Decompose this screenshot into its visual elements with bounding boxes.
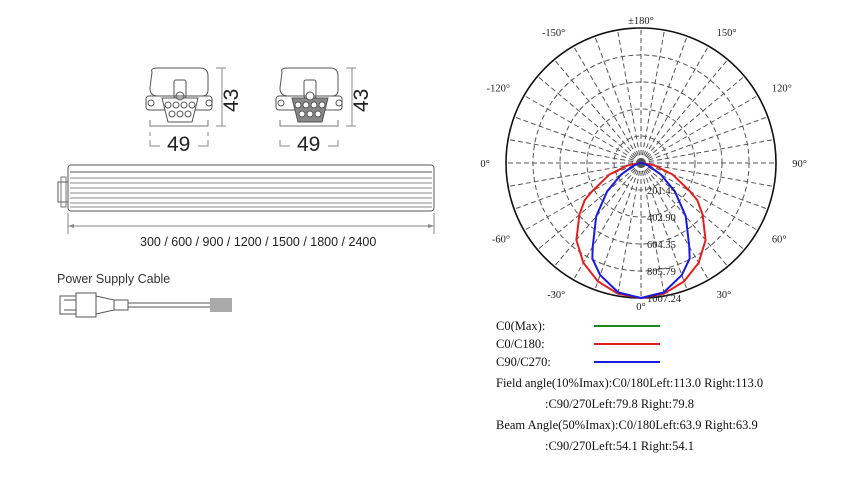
angle-label-180: ±180° [628, 16, 654, 27]
legend-label: C90/C270: [496, 355, 551, 369]
polar-spoke [537, 162, 642, 251]
polar-series-2 [591, 162, 691, 299]
legend-label: C0/C180: [496, 337, 545, 351]
profile-right-width: 49 [297, 133, 320, 156]
profile-left-width: 49 [167, 133, 190, 156]
polar-spoke [573, 162, 642, 281]
polar-spoke [640, 45, 709, 164]
angle-label: 120° [772, 83, 792, 94]
cable-title: Power Supply Cable [57, 272, 170, 286]
legend-swatch-green [594, 325, 660, 327]
legend-label: C0(Max): [496, 319, 546, 333]
polar-spoke [640, 162, 745, 251]
polar-spoke [617, 29, 642, 164]
polar-spoke [640, 59, 729, 164]
angle-label: -30° [547, 290, 565, 301]
legend-swatch-red [594, 343, 660, 345]
angle-label: 90° [792, 159, 807, 170]
polar-spoke [507, 162, 642, 187]
legend-item-c90c270: C90/C270: [496, 354, 660, 370]
profile-right-drawing [275, 67, 356, 127]
beam-angle-line-1: Beam Angle(50%Imax):C0/180Left:63.9 Righ… [496, 418, 758, 432]
product-drawing: 49 43 49 43 300 / 600 / 900 / 1200 / 150… [57, 67, 435, 318]
radial-tick-label: 604.35 [647, 240, 676, 251]
angle-label: -60° [492, 235, 510, 246]
power-cable-drawing [59, 292, 232, 318]
angle-label: 60° [772, 235, 787, 246]
angle-label: 150° [717, 28, 737, 39]
polar-labels: 201.45 402.90 604.35 805.79 1007.24 -150° -120… [480, 16, 807, 310]
profile-left-height: 43 [220, 89, 243, 112]
polar-ring-1 [586, 108, 696, 218]
radial-tick-label: 402.90 [647, 213, 676, 224]
angle-label: -120° [487, 83, 510, 94]
polar-spoke [640, 162, 688, 291]
polar-spoke [513, 116, 642, 164]
field-angle-line-2: :C90/270Left:79.8 Right:79.8 [545, 397, 694, 411]
polar-spoke [640, 162, 775, 187]
angle-label: 30° [717, 290, 732, 301]
legend-item-c0max: C0(Max): [496, 318, 660, 334]
polar-spoke [507, 139, 642, 164]
polar-spoke [640, 162, 709, 281]
angle-label-0: 0° [636, 302, 645, 310]
legend-item-c0c180: C0/C180: [496, 336, 660, 352]
profile-left-drawing [145, 67, 226, 136]
polar-spoke [594, 162, 642, 291]
polar-spoke [594, 35, 642, 164]
angle-label: -90° [480, 159, 490, 170]
polar-spoke [573, 45, 642, 164]
polar-spoke [513, 162, 642, 210]
bar-side-view [57, 164, 435, 234]
polar-spoke [640, 139, 775, 164]
polar-spoke [640, 95, 759, 164]
polar-chart: 201.45 402.90 604.35 805.79 1007.24 -150° -120… [480, 16, 807, 310]
polar-grid [505, 27, 777, 299]
beam-angle-line-2: :C90/270Left:54.1 Right:54.1 [545, 439, 694, 453]
radial-tick-label: 1007.24 [647, 294, 682, 305]
radial-tick-label: 201.45 [647, 186, 676, 197]
polar-spoke [640, 116, 769, 164]
polar-spoke [523, 162, 642, 231]
radial-tick-label: 805.79 [647, 267, 676, 278]
polar-spoke [640, 35, 688, 164]
polar-spoke [640, 75, 745, 164]
polar-spoke [640, 162, 769, 210]
legend-swatch-blue [594, 361, 660, 363]
polar-spoke [617, 162, 642, 297]
length-dimension: 300 / 600 / 900 / 1200 / 1500 / 1800 / 2… [140, 235, 376, 249]
profile-right-height: 43 [350, 89, 373, 112]
polar-spoke [537, 75, 642, 164]
angle-label: -150° [542, 28, 565, 39]
polar-spoke [640, 162, 759, 231]
field-angle-line-1: Field angle(10%Imax):C0/180Left:113.0 Ri… [496, 376, 764, 390]
polar-series [575, 162, 707, 299]
polar-spoke [553, 59, 642, 164]
polar-spoke [640, 29, 665, 164]
polar-spoke [523, 95, 642, 164]
polar-spoke [640, 162, 665, 297]
